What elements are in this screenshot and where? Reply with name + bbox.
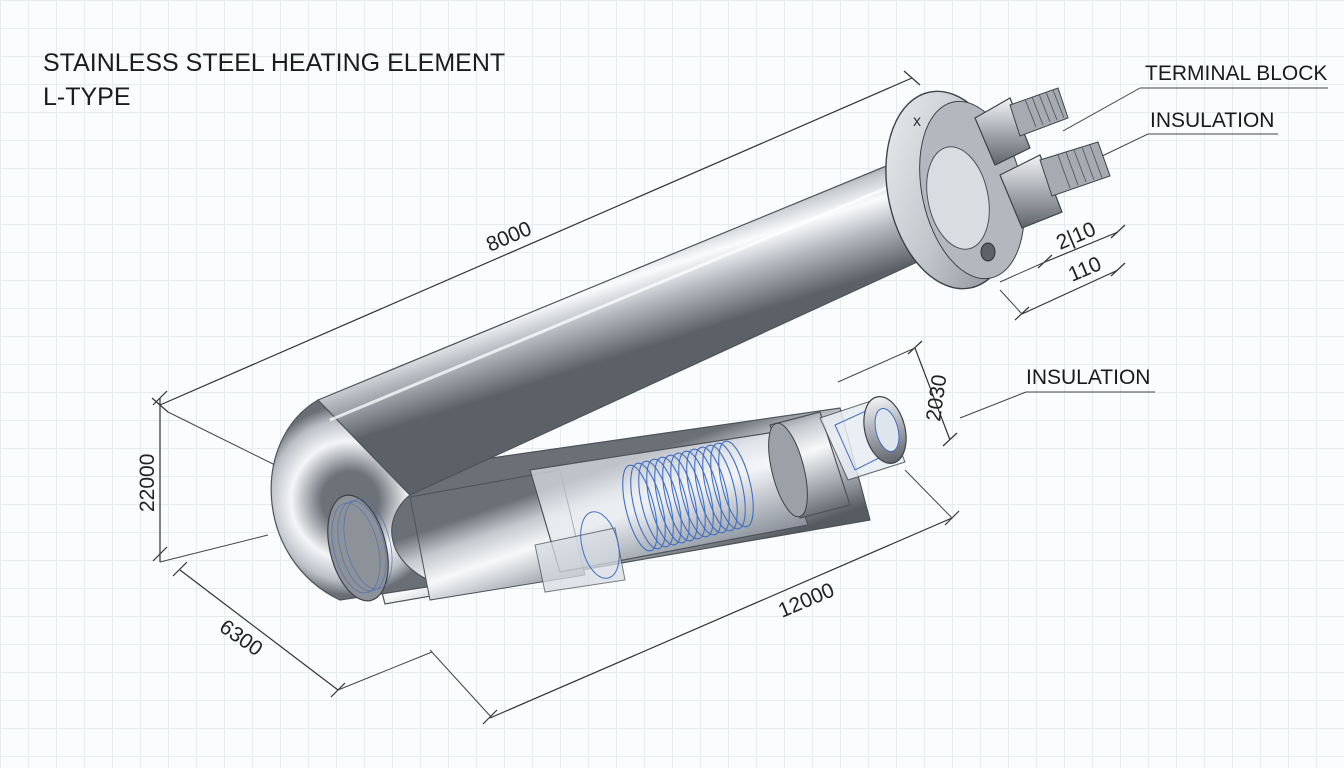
dim-label-height: 22000 — [136, 454, 159, 512]
terminal-block — [974, 87, 1111, 229]
dim-line-bottom-length — [489, 517, 953, 719]
callout-terminal-block: TERMINAL BLOCK — [1145, 62, 1327, 85]
dim-label-insulation-dia: 2030 — [922, 373, 951, 422]
title-block: STAINLESS STEEL HEATING ELEMENT L-TYPE — [43, 46, 505, 114]
dim-line-insulation-dia — [914, 347, 951, 441]
dim-label-bottom-length: 12000 — [775, 579, 838, 623]
dim-label-flange-b: 110 — [1065, 252, 1105, 286]
drawing-title: STAINLESS STEEL HEATING ELEMENT — [43, 49, 506, 77]
heating-element: x — [270, 87, 1111, 605]
flange-mark-icon: x — [913, 113, 921, 130]
terminal-thread-upper — [1024, 89, 1065, 128]
dim-line-depth — [179, 569, 339, 691]
terminal-thread-lower — [1057, 144, 1103, 189]
dim-label-depth: 6300 — [215, 615, 266, 661]
dimension-lines — [151, 70, 1126, 725]
drawing-subtitle: L-TYPE — [43, 83, 131, 111]
callout-labels: TERMINAL BLOCK INSULATION INSULATION — [1026, 62, 1327, 389]
flange-bolt-hole — [980, 242, 996, 262]
dim-line-top-length — [159, 77, 913, 406]
dim-label-top-length: 8000 — [483, 217, 535, 256]
callout-insulation-upper: INSULATION — [1150, 109, 1274, 132]
dim-line-flange-a — [1044, 231, 1119, 263]
dim-line-flange-b — [1021, 269, 1119, 315]
heating-coil — [622, 440, 754, 552]
callout-leaders — [959, 87, 1328, 419]
callout-insulation-lower: INSULATION — [1026, 366, 1150, 389]
